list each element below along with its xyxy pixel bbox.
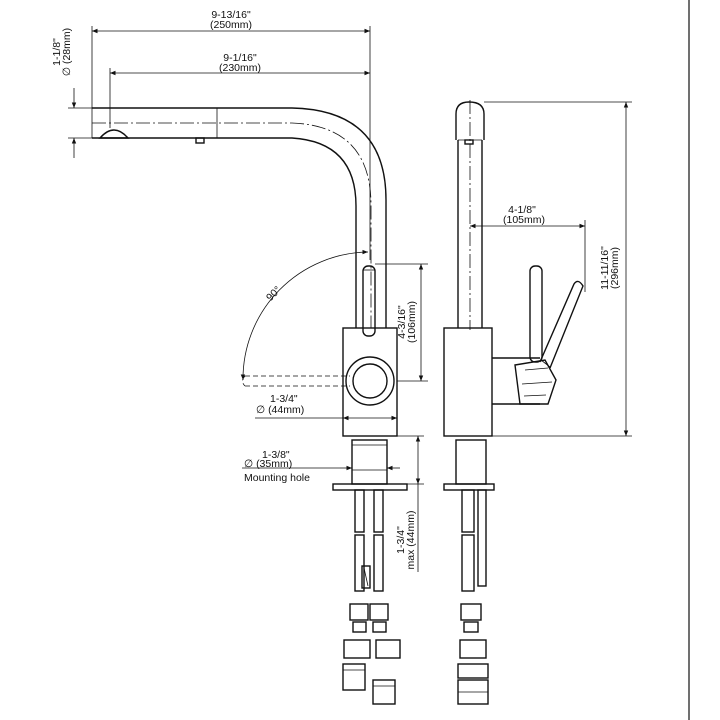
mounting-hole-metric: ∅ (35mm): [244, 458, 292, 470]
spout-top: [455, 101, 485, 140]
front-lever-upright: [529, 265, 543, 363]
max-deck-metric: max (44mm): [405, 511, 417, 570]
spout-reach-metric: (230mm): [219, 62, 261, 74]
lever-offset-imperial: 4-1/8": [508, 204, 536, 216]
overall-height-metric: (296mm): [609, 247, 621, 289]
lever-offset-metric: (105mm): [503, 214, 545, 226]
front-hoses: [457, 489, 489, 705]
mounting-hole-label: Mounting hole: [244, 472, 310, 484]
lever: [362, 265, 376, 337]
body-diameter-imperial: 1-3/4": [270, 393, 298, 405]
spray-head: [98, 129, 130, 139]
spout-reach-imperial: 9-1/16": [223, 52, 257, 64]
max-deck-imperial: 1-3/4": [395, 526, 407, 554]
lever-ghost: [242, 375, 350, 387]
front-body: [443, 327, 493, 437]
front-lever-angled: [539, 280, 584, 369]
overall-height-imperial: 11-11/16": [599, 246, 611, 290]
spout-diameter-imperial: 1-1/8": [51, 38, 63, 66]
spout-diameter-metric: ∅ (28mm): [61, 28, 73, 76]
faucet-body: [342, 327, 398, 437]
front-view: 4-1/8" (105mm) 11-11/16" (296mm): [443, 100, 632, 705]
body-diameter-metric: ∅ (44mm): [256, 404, 304, 416]
lever-height-metric: (106mm): [406, 301, 418, 343]
overall-reach-imperial: 9-13/16": [211, 9, 251, 21]
spout-outline: [92, 107, 387, 328]
mounting-hole-imperial: 1-3/8": [262, 449, 290, 461]
angle-arc: [240, 249, 369, 381]
supply-hoses: [342, 489, 401, 705]
side-view: 90° 9-13/16": [51, 9, 428, 705]
lever-height-imperial: 4-3/16": [396, 305, 408, 339]
cartridge-inner: [352, 363, 388, 399]
cartridge-outer: [345, 356, 395, 406]
overall-reach-metric: (250mm): [210, 19, 252, 31]
angle-label: 90°: [264, 284, 284, 304]
